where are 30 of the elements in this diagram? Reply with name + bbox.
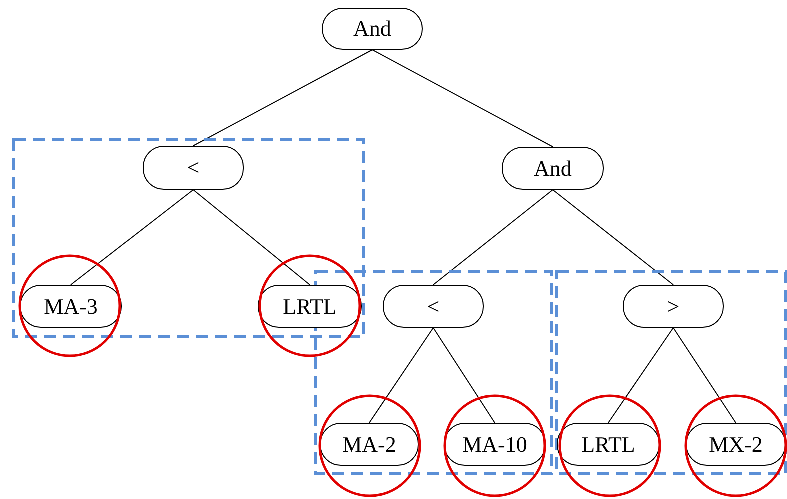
node-label: LRTL bbox=[283, 294, 337, 320]
connector-line bbox=[70, 190, 194, 286]
operator-node bbox=[502, 147, 604, 190]
operator-node bbox=[623, 285, 724, 328]
connector-line bbox=[369, 328, 434, 424]
operator-node bbox=[444, 423, 546, 466]
operator-node bbox=[320, 423, 419, 466]
operator-node bbox=[20, 285, 122, 328]
operator-node bbox=[557, 423, 660, 466]
operator-node bbox=[383, 285, 484, 328]
operator-node bbox=[143, 146, 244, 190]
operator-node bbox=[258, 285, 362, 328]
node-label: MA-2 bbox=[342, 432, 396, 458]
connector-line bbox=[433, 328, 496, 424]
connector-line bbox=[193, 190, 310, 286]
operator-node bbox=[686, 423, 786, 466]
node-label: > bbox=[667, 294, 680, 320]
connector-line bbox=[673, 328, 736, 424]
node-label: LRTL bbox=[582, 432, 636, 458]
node-label: MX-2 bbox=[709, 432, 763, 458]
node-label: MA-3 bbox=[44, 294, 98, 320]
node-label: MA-10 bbox=[462, 432, 528, 458]
node-label: < bbox=[187, 155, 200, 181]
node-label: < bbox=[427, 294, 440, 320]
node-label: And bbox=[354, 16, 392, 42]
connector-line bbox=[372, 50, 554, 148]
node-label: And bbox=[534, 156, 572, 182]
operator-node bbox=[322, 8, 423, 50]
connector-line bbox=[433, 190, 554, 286]
connector-line bbox=[608, 328, 674, 424]
